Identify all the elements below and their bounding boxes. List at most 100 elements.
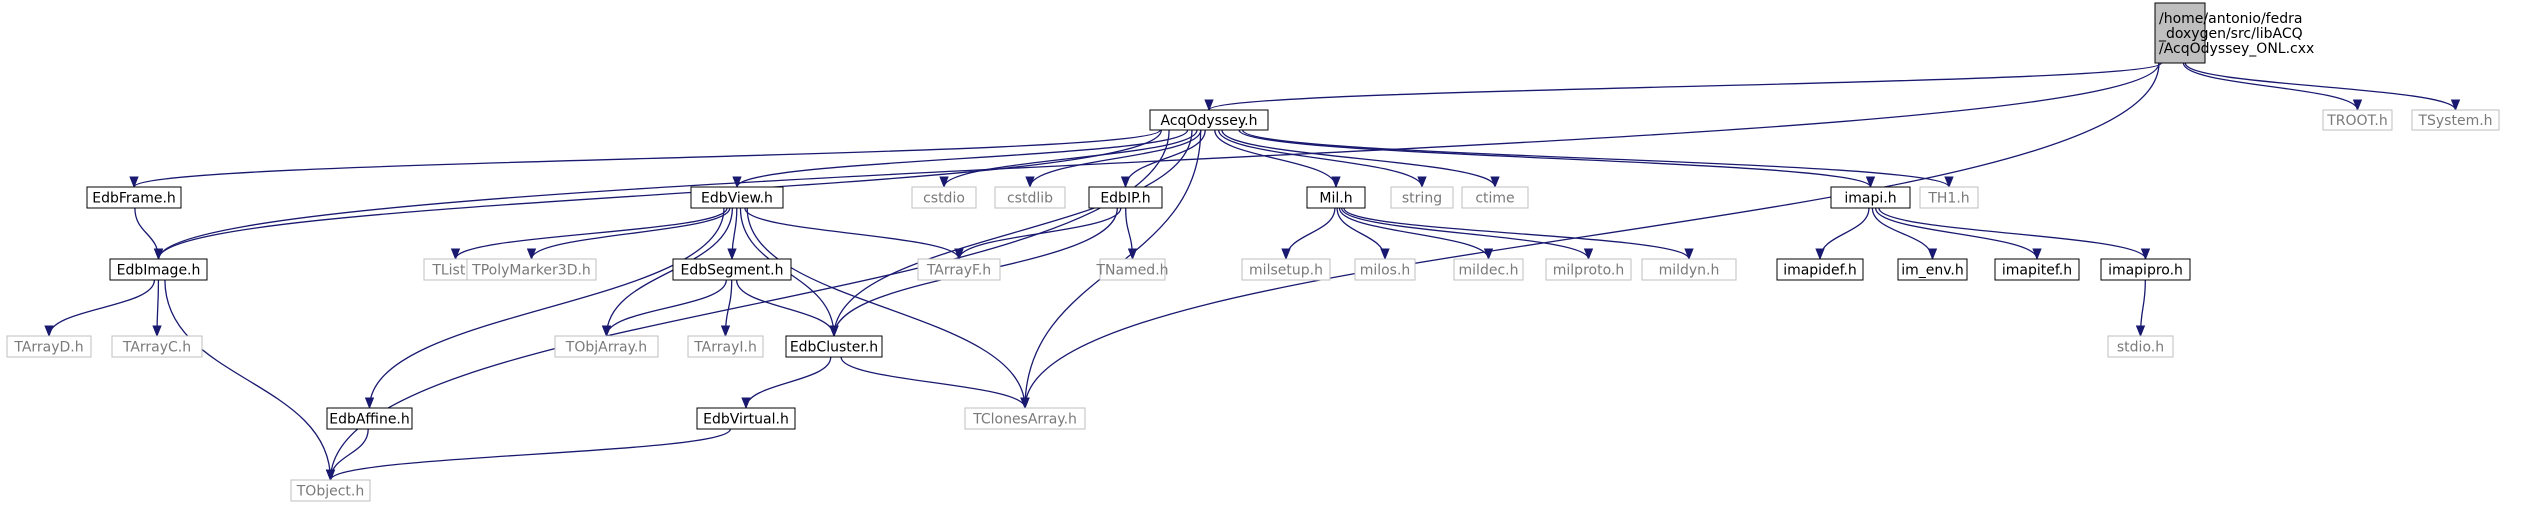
edge-imapi-to-imapitef	[1874, 207, 2042, 261]
node-box-edbvirtual	[696, 407, 796, 430]
node-tobjarray: TObjArray.h	[554, 335, 659, 358]
node-label-milos: milos.h	[1360, 263, 1411, 279]
node-imapitef[interactable]: imapitef.h	[1994, 258, 2080, 281]
node-milsetup: milsetup.h	[1241, 258, 1331, 281]
edge-edbip-to-tnamed	[1125, 207, 1138, 261]
node-box-mildyn	[1641, 258, 1737, 281]
edge-root-to-tclonesarray	[1020, 62, 2160, 410]
node-imapidef[interactable]: imapidef.h	[1776, 258, 1864, 281]
node-box-imapitef	[1994, 258, 2080, 281]
node-label-acqodyssey: AcqOdyssey.h	[1161, 113, 1258, 129]
node-mildyn: mildyn.h	[1641, 258, 1737, 281]
node-label-edbview: EdbView.h	[701, 191, 773, 207]
node-box-mil	[1306, 186, 1366, 209]
edge-root-to-troot	[2182, 62, 2363, 112]
edge-edbframe-to-edbimage	[134, 207, 164, 261]
node-label-edbimage: EdbImage.h	[117, 263, 201, 279]
edge-mil-to-milproto	[1340, 207, 1594, 261]
node-label-tarrayc: TArrayC.h	[122, 340, 191, 356]
node-edbaffine[interactable]: EdbAffine.h	[326, 407, 413, 430]
edge-acqodyssey-to-th1	[1241, 129, 1954, 189]
edge-edbsegment-to-tarrayi	[720, 279, 733, 338]
node-label-root-line1: /home/antonio/fedra	[2159, 11, 2302, 27]
node-milproto: milproto.h	[1545, 258, 1632, 281]
edge-acqodyssey-to-mil	[1214, 129, 1341, 189]
nodes-layer: /home/antonio/fedra_doxygen/src/libACQ/A…	[6, 2, 2500, 502]
node-box-imapi	[1830, 186, 1911, 209]
node-imenv[interactable]: im_env.h	[1897, 258, 1968, 281]
node-label-ctime: ctime	[1475, 191, 1514, 207]
node-edbimage[interactable]: EdbImage.h	[109, 258, 208, 281]
node-label-cstdlib: cstdlib	[1007, 191, 1053, 207]
edge-root-to-acqodyssey	[1204, 62, 2162, 112]
node-box-string	[1390, 186, 1454, 209]
node-edbip[interactable]: EdbIP.h	[1088, 186, 1163, 209]
node-box-acqodyssey	[1149, 109, 1269, 131]
node-box-imapidef	[1776, 258, 1864, 281]
edge-imapipro-to-stdio	[2135, 279, 2146, 338]
edge-edbview-to-tobjarray	[601, 207, 734, 338]
edges-layer	[44, 62, 2461, 482]
edge-edbcluster-to-tclonesarray	[840, 356, 1030, 410]
node-label-tnamed: TNamed.h	[1095, 263, 1168, 279]
node-label-tarrayi: TArrayI.h	[693, 340, 757, 356]
node-edbvirtual[interactable]: EdbVirtual.h	[696, 407, 796, 430]
node-label-mildyn: mildyn.h	[1659, 263, 1720, 279]
node-label-milsetup: milsetup.h	[1249, 263, 1323, 279]
edge-edbip-to-tarrayf	[954, 207, 1122, 261]
edge-edbview-to-edbsegment	[727, 207, 738, 261]
edge-acqodyssey-to-edbcluster	[829, 129, 1193, 338]
node-label-root-line3: /AcqOdyssey_ONL.cxx	[2159, 41, 2314, 57]
node-edbsegment[interactable]: EdbSegment.h	[672, 258, 792, 281]
edge-edbvirtual-to-tobject	[325, 428, 731, 482]
node-label-string: string	[1402, 191, 1442, 207]
edge-acqodyssey-to-cstdlib	[1025, 129, 1202, 189]
node-label-imapi: imapi.h	[1844, 191, 1896, 207]
edge-mil-to-milsetup	[1281, 207, 1336, 261]
node-label-imapidef: imapidef.h	[1783, 263, 1857, 279]
node-box-tarrayc	[111, 335, 203, 358]
node-label-tobject: TObject.h	[296, 484, 364, 500]
node-box-mildec	[1453, 258, 1524, 281]
node-label-mildec: mildec.h	[1459, 263, 1519, 279]
node-acqodyssey[interactable]: AcqOdyssey.h	[1149, 109, 1269, 131]
node-box-edbsegment	[672, 258, 792, 281]
node-mildec: mildec.h	[1453, 258, 1524, 281]
node-box-th1	[1919, 186, 1979, 209]
node-box-ctime	[1461, 186, 1529, 209]
node-edbview[interactable]: EdbView.h	[690, 186, 784, 209]
edge-edbview-to-tlist	[450, 207, 728, 261]
edge-acqodyssey-to-string	[1218, 129, 1427, 189]
edge-edbsegment-to-edbcluster	[735, 279, 839, 338]
node-tarrayi: TArrayI.h	[687, 335, 764, 358]
edge-acqodyssey-to-edbframe	[129, 129, 1161, 189]
node-label-stdio: stdio.h	[2117, 340, 2164, 356]
node-box-tobject	[290, 479, 371, 502]
node-mil[interactable]: Mil.h	[1306, 186, 1366, 209]
edge-imapi-to-imenv	[1871, 207, 1938, 261]
node-edbframe[interactable]: EdbFrame.h	[86, 186, 182, 209]
node-milos: milos.h	[1354, 258, 1416, 281]
node-label-tarrayd: TArrayD.h	[13, 340, 83, 356]
node-box-troot	[2322, 109, 2393, 131]
node-box-tobjarray	[554, 335, 659, 358]
node-edbcluster[interactable]: EdbCluster.h	[785, 335, 883, 358]
node-imapipro[interactable]: imapipro.h	[2100, 258, 2191, 281]
edge-edbview-to-tpolymarker	[526, 207, 731, 261]
node-label-edbaffine: EdbAffine.h	[329, 412, 410, 428]
node-box-milproto	[1545, 258, 1632, 281]
node-label-tclonesarray: TClonesArray.h	[972, 412, 1077, 428]
node-label-imapipro: imapipro.h	[2108, 263, 2183, 279]
node-root[interactable]: /home/antonio/fedra_doxygen/src/libACQ/A…	[2154, 2, 2314, 64]
node-box-milsetup	[1241, 258, 1331, 281]
node-box-tarrayi	[687, 335, 764, 358]
node-troot: TROOT.h	[2322, 109, 2393, 131]
node-cstdio: cstdio	[911, 186, 977, 209]
node-label-th1: TH1.h	[1927, 191, 1969, 207]
node-imapi[interactable]: imapi.h	[1830, 186, 1911, 209]
node-box-edbcluster	[785, 335, 883, 358]
edge-edbimage-to-tobject	[164, 279, 336, 482]
node-box-cstdlib	[994, 186, 1066, 209]
node-label-edbvirtual: EdbVirtual.h	[703, 412, 789, 428]
edge-edbview-to-tarrayf	[744, 207, 964, 261]
